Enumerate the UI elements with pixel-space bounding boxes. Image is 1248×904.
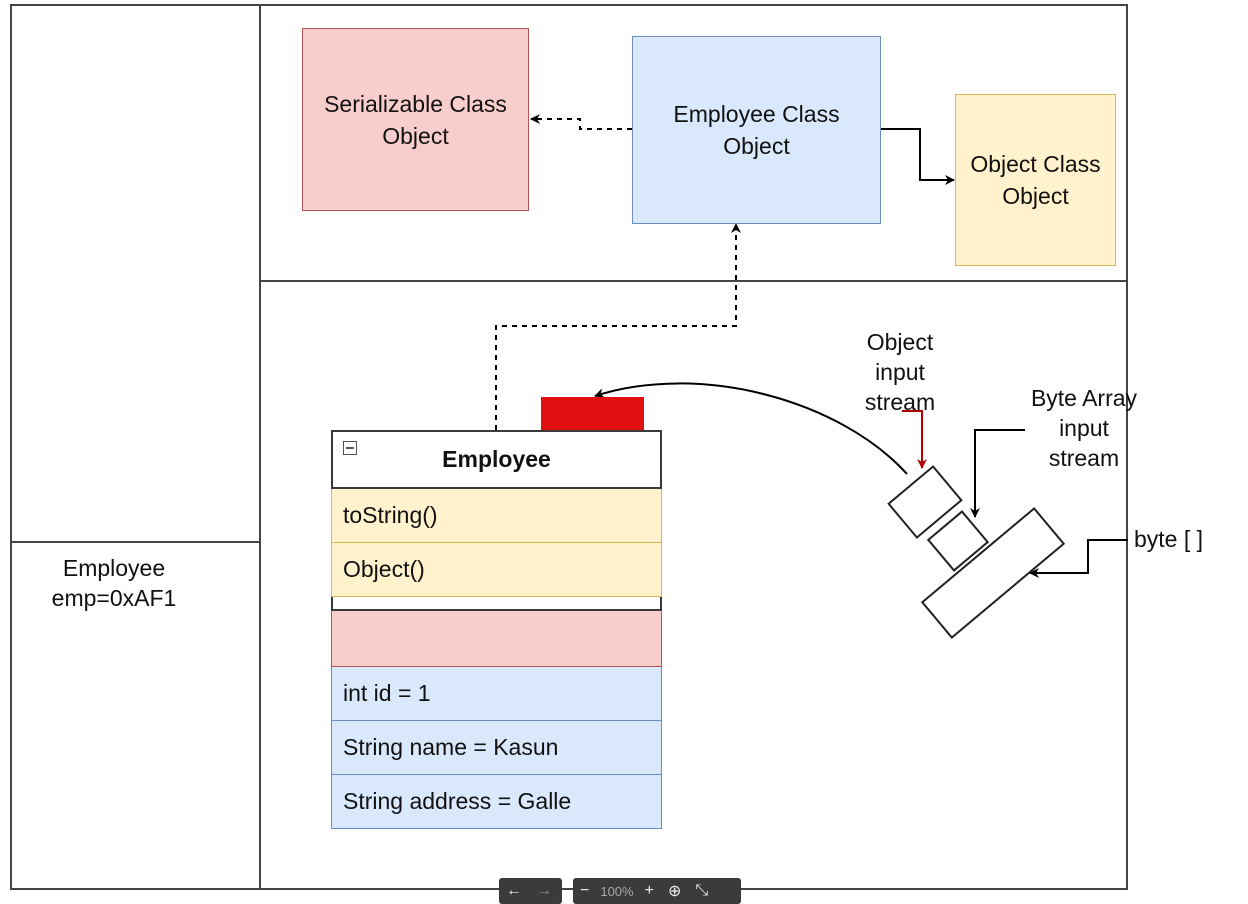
employee-uml-class[interactable]: Employee toString() Object() int id = 1 … bbox=[331, 430, 662, 829]
object-class-label: Object Class Object bbox=[970, 151, 1101, 209]
uml-method[interactable]: toString() bbox=[331, 489, 662, 543]
object-input-stream-shape bbox=[887, 465, 963, 539]
implements-arrow bbox=[530, 114, 632, 130]
byte-array-input-stream-label: Byte Array input stream bbox=[1030, 385, 1138, 471]
employee-class-label: Employee Class Object bbox=[673, 101, 840, 159]
zoom-in-icon[interactable]: + bbox=[644, 882, 654, 899]
heap-top-frame bbox=[259, 4, 1128, 282]
collapse-icon[interactable] bbox=[343, 441, 357, 455]
serializable-class-label: Serializable Class Object bbox=[324, 90, 507, 149]
byte-array-input-stream-shape bbox=[926, 510, 990, 572]
serializable-class-box[interactable]: Serializable Class Object bbox=[302, 28, 529, 211]
extends-arrow bbox=[880, 128, 955, 185]
uml-attribute[interactable]: String name = Kasun bbox=[331, 721, 662, 775]
object-class-box[interactable]: Object Class Object bbox=[955, 94, 1116, 266]
uml-empty-section[interactable] bbox=[331, 611, 662, 667]
back-icon[interactable]: ← bbox=[506, 882, 522, 899]
reference-variable-label: Employee emp=0xAF1 bbox=[51, 555, 177, 611]
zoom-level: 100% bbox=[600, 883, 634, 899]
fit-icon[interactable]: ⊕ bbox=[667, 883, 682, 900]
uml-attribute[interactable]: String address = Galle bbox=[331, 775, 662, 829]
byte-array-label: byte [ ] bbox=[1134, 526, 1204, 552]
stack-frame bbox=[10, 4, 261, 890]
deserialize-arrow bbox=[594, 382, 908, 475]
zoom-toolbar: − 100% + ⊕ ⤡ bbox=[573, 878, 741, 904]
object-input-stream-label: Object input stream bbox=[864, 329, 936, 415]
history-toolbar: ← → bbox=[499, 878, 562, 904]
object-stream-pointer bbox=[902, 410, 927, 469]
uml-separator bbox=[331, 597, 662, 611]
byte-stream-pointer bbox=[970, 429, 1025, 518]
byte-array-shape bbox=[920, 507, 1066, 639]
byte-array-pointer bbox=[1029, 539, 1128, 578]
stack-divider bbox=[10, 541, 261, 543]
employee-class-box[interactable]: Employee Class Object bbox=[632, 36, 881, 224]
collapse-view-icon[interactable]: ⤡ bbox=[695, 882, 709, 899]
uml-method[interactable]: Object() bbox=[331, 543, 662, 597]
uml-attribute[interactable]: int id = 1 bbox=[331, 667, 662, 721]
instance-of-arrow bbox=[495, 223, 741, 430]
uml-class-header: Employee bbox=[331, 430, 662, 489]
forward-icon[interactable]: → bbox=[536, 882, 552, 899]
red-tab bbox=[541, 397, 644, 431]
zoom-out-icon[interactable]: − bbox=[580, 882, 590, 899]
uml-class-title: Employee bbox=[442, 446, 551, 472]
